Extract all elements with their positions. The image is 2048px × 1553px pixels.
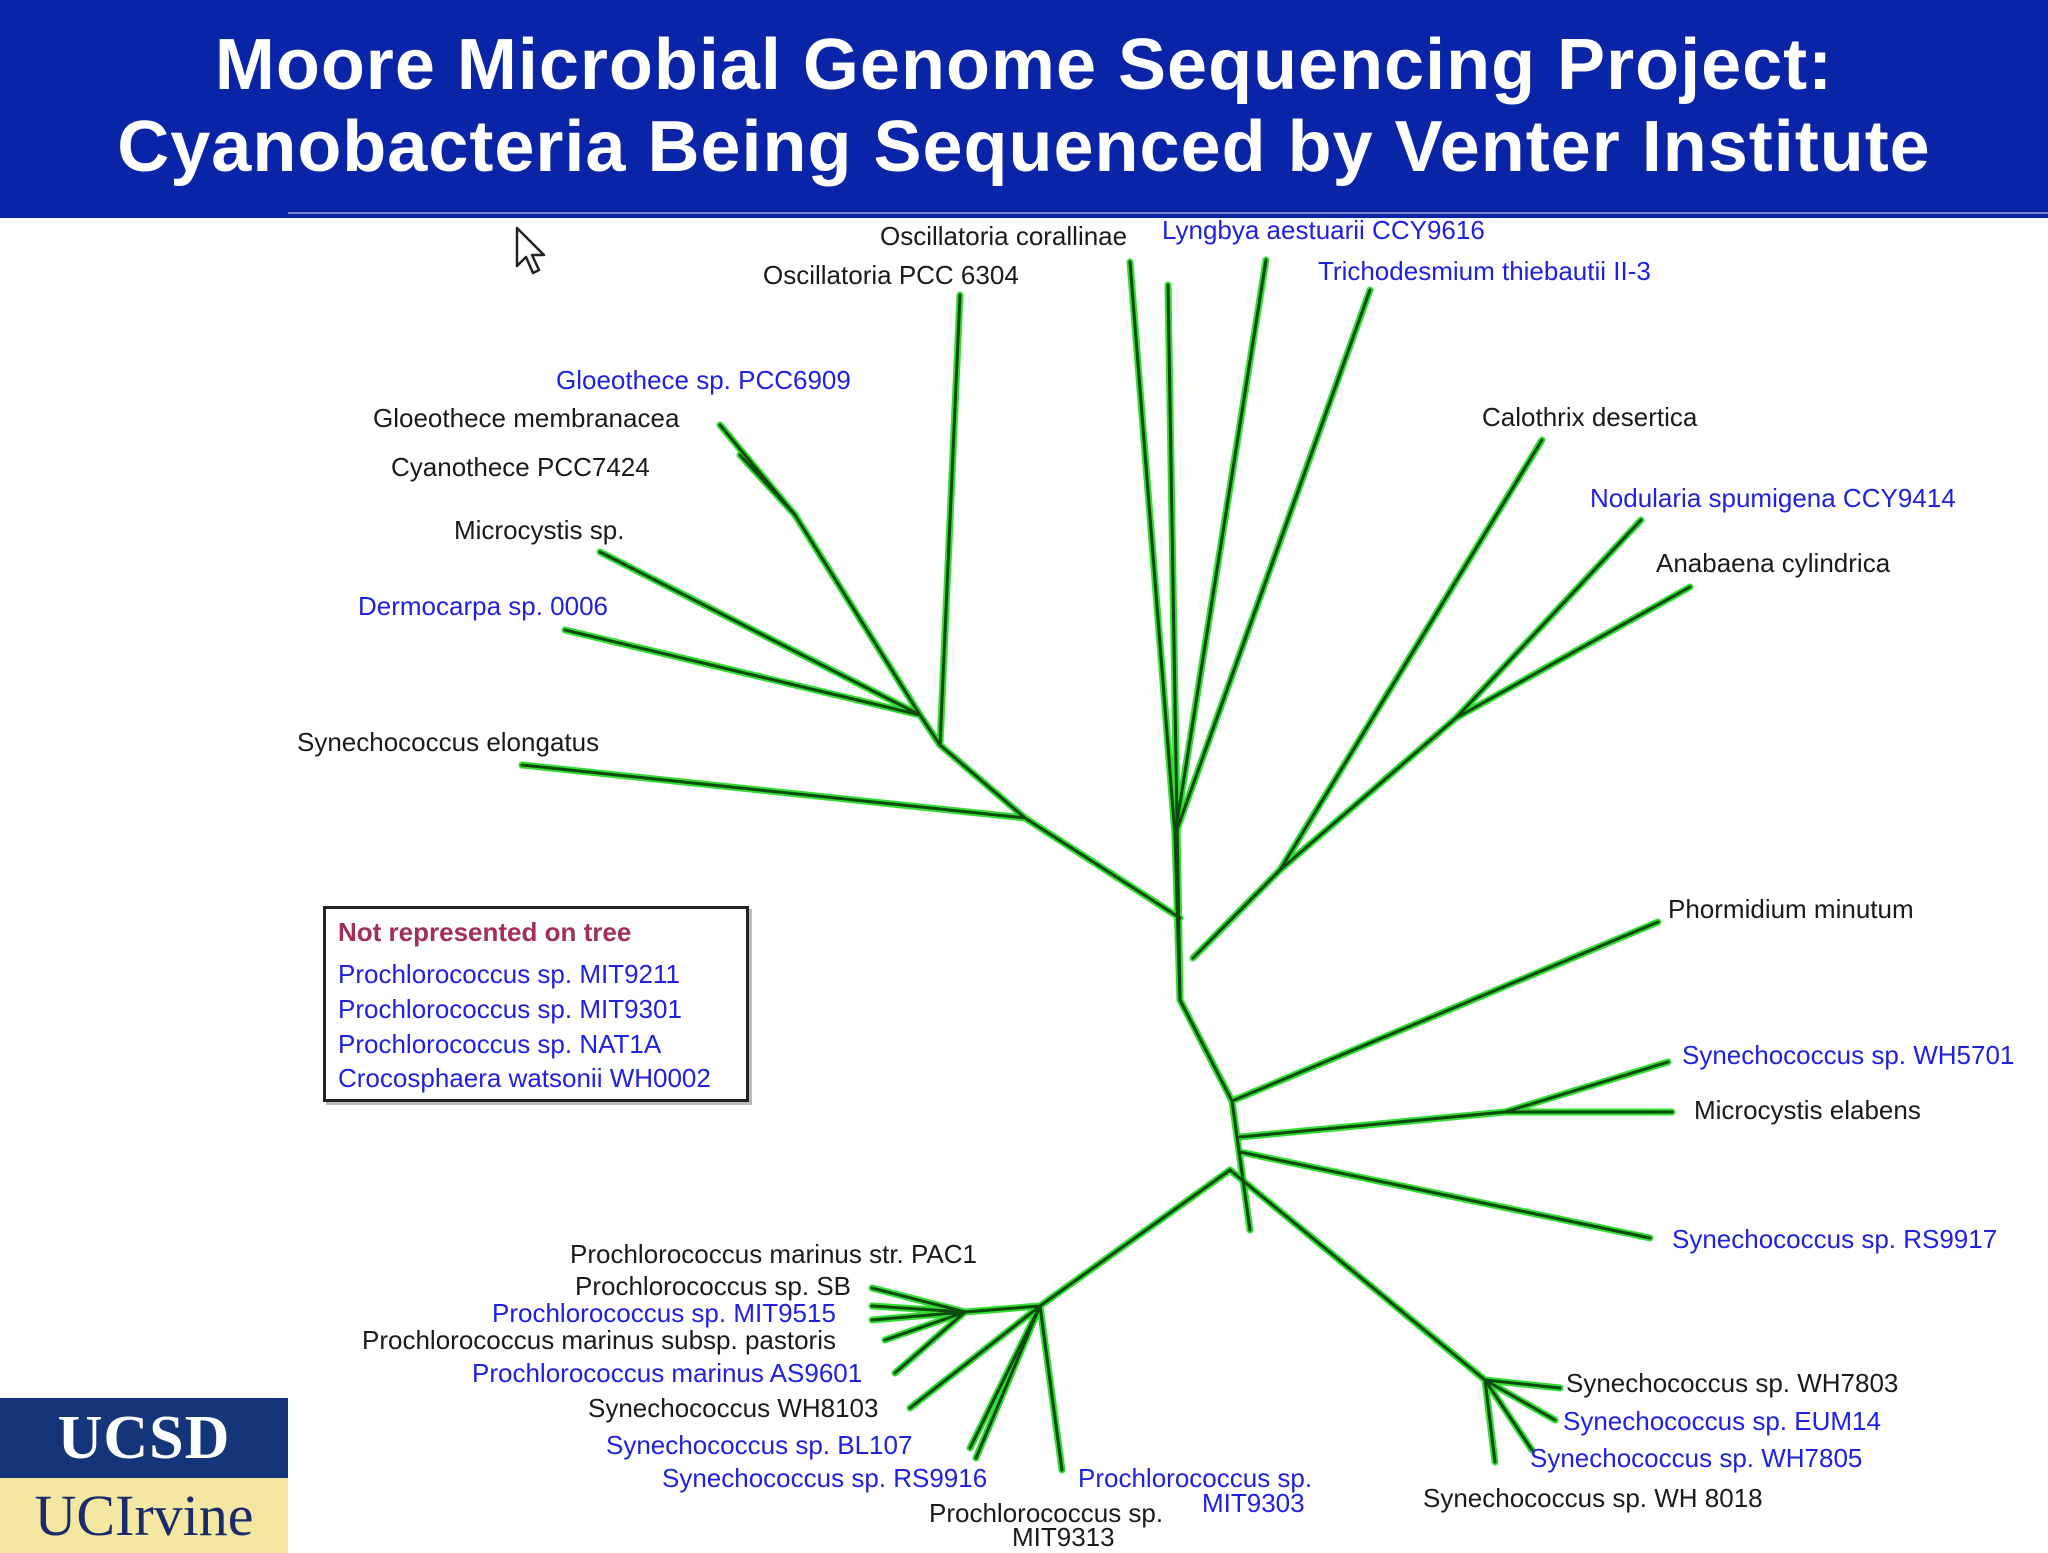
tree-branch	[870, 1304, 967, 1314]
tree-branch	[1038, 1168, 1232, 1308]
tree-branch	[1483, 1378, 1557, 1422]
tree-branch	[1128, 260, 1177, 837]
title-line-2: Cyanobacteria Being Sequenced by Venter …	[117, 107, 1931, 187]
tree-branch	[1238, 1150, 1652, 1240]
label-prochlorococcus-pastoris: Prochlorococcus marinus subsp. pastoris	[362, 1325, 836, 1355]
label-prochlorococcus-pac1: Prochlorococcus marinus str. PAC1	[570, 1239, 977, 1269]
tree-branch	[883, 1310, 967, 1342]
label-synechococcus-wh5701: Synechococcus sp. WH5701	[1682, 1040, 2015, 1070]
label-prochlorococcus-mit9515: Prochlorococcus sp. MIT9515	[492, 1298, 836, 1328]
mouse-pointer-icon	[515, 226, 546, 275]
label-synechococcus-wh8103: Synechococcus WH8103	[588, 1393, 879, 1423]
tree-branch	[1173, 288, 1372, 837]
label-synechococcus-rs9916: Synechococcus sp. RS9916	[662, 1463, 988, 1493]
tree-branch	[968, 1304, 1042, 1450]
tree-branch	[520, 763, 1027, 820]
tree-branch	[598, 550, 922, 717]
tree-branch	[1038, 1304, 1064, 1472]
label-prochlorococcus-mit9313-line2: MIT9313	[1012, 1522, 1115, 1552]
legend-box: Not represented on tree Prochlorococcus …	[323, 906, 749, 1102]
label-dermocarpa: Dermocarpa sp. 0006	[358, 591, 609, 621]
label-synechococcus-wh8018: Synechococcus sp. WH 8018	[1423, 1483, 1763, 1513]
label-synechococcus-wh7805: Synechococcus sp. WH7805	[1530, 1443, 1863, 1473]
legend-item: Prochlorococcus sp. NAT1A	[338, 1029, 662, 1059]
tree-branch	[1023, 816, 1182, 920]
label-synechococcus-elongatus: Synechococcus elongatus	[297, 727, 600, 757]
title-bar: Moore Microbial Genome Sequencing Projec…	[0, 0, 2048, 218]
tree-branch	[1278, 716, 1458, 872]
tree-branch	[1178, 998, 1234, 1103]
tree-branch	[1191, 868, 1282, 960]
tree-branch	[963, 1304, 1042, 1314]
label-prochlorococcus-as9601: Prochlorococcus marinus AS9601	[472, 1358, 863, 1388]
tree-branch	[563, 628, 922, 717]
tree-branch	[718, 423, 797, 517]
title-underline	[288, 212, 2048, 214]
uc-irvine-logo: UCIrvine	[0, 1478, 288, 1553]
legend-item: Prochlorococcus sp. MIT9301	[338, 994, 682, 1024]
tree-branch	[974, 1304, 1042, 1460]
label-synechococcus-bl107: Synechococcus sp. BL107	[606, 1430, 913, 1460]
label-prochlorococcus-sb: Prochlorococcus sp. SB	[575, 1271, 852, 1301]
tree-branch	[1483, 1378, 1562, 1390]
tree-branch	[1278, 438, 1544, 872]
label-anabaena: Anabaena cylindrica	[1656, 548, 1891, 578]
tree-branch	[1230, 920, 1660, 1103]
label-synechococcus-eum14: Synechococcus sp. EUM14	[1563, 1406, 1881, 1436]
tree-branch	[1230, 1099, 1252, 1232]
tree-branch	[1173, 258, 1268, 837]
label-microcystis-elabens: Microcystis elabens	[1694, 1095, 1921, 1125]
tree-branch	[938, 293, 962, 747]
label-oscillatoria-corallinae: Oscillatoria corallinae	[880, 221, 1128, 251]
label-gloeothece-membranacea: Gloeothece membranacea	[373, 403, 680, 433]
label-lyngbya-aestuarii: Lyngbya aestuarii CCY9616	[1162, 215, 1485, 245]
tree-branch	[1228, 1168, 1487, 1382]
title-line-1: Moore Microbial Genome Sequencing Projec…	[214, 25, 1834, 105]
tree-branch	[1238, 1110, 1507, 1139]
tree-branch	[1454, 518, 1643, 720]
label-oscillatoria-pcc6304: Oscillatoria PCC 6304	[763, 260, 1019, 290]
ucsd-logo: UCSD	[0, 1398, 288, 1478]
legend-item: Prochlorococcus sp. MIT9211	[338, 959, 680, 989]
label-trichodesmium: Trichodesmium thiebautii II-3	[1318, 256, 1651, 286]
label-prochlorococcus-mit9303-line2: MIT9303	[1202, 1488, 1305, 1518]
tree-branch	[893, 1310, 967, 1375]
tree-branch	[1483, 1378, 1534, 1452]
label-synechococcus-wh7803: Synechococcus sp. WH7803	[1566, 1368, 1899, 1398]
tree-branch	[908, 1304, 1042, 1410]
label-synechococcus-rs9917: Synechococcus sp. RS9917	[1672, 1224, 1998, 1254]
tree-branch	[1166, 283, 1182, 1002]
label-prochlorococcus-mit9313-line1: Prochlorococcus sp.	[929, 1498, 1164, 1528]
tree-branch	[870, 1310, 967, 1322]
tree-branch	[1454, 585, 1692, 720]
legend-item: Crocosphaera watsonii WH0002	[338, 1063, 711, 1093]
tree-branch	[1503, 1060, 1670, 1114]
tree-branch	[918, 713, 942, 747]
label-microcystis-sp: Microcystis sp.	[454, 515, 625, 545]
tree-branch	[938, 743, 1027, 820]
label-phormidium: Phormidium minutum	[1668, 894, 1914, 924]
tree-branch	[1483, 1378, 1497, 1464]
label-cyanothece: Cyanothece PCC7424	[391, 452, 650, 482]
label-gloeothece-pcc6909: Gloeothece sp. PCC6909	[556, 365, 851, 395]
label-calothrix: Calothrix desertica	[1482, 402, 1698, 432]
tree-branch	[870, 1286, 967, 1314]
tree-branch	[793, 513, 922, 717]
legend-title: Not represented on tree	[338, 917, 632, 947]
label-nodularia: Nodularia spumigena CCY9414	[1590, 483, 1956, 513]
label-prochlorococcus-mit9303-line1: Prochlorococcus sp.	[1078, 1463, 1313, 1493]
